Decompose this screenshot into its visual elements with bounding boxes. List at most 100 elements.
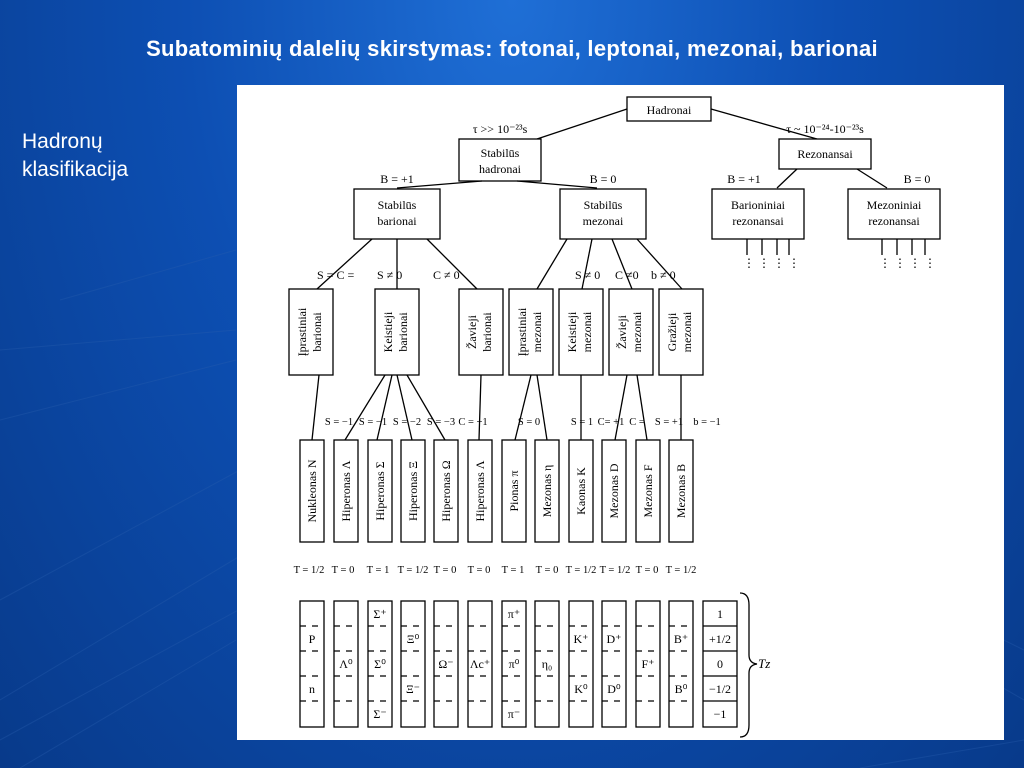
box-zavieji-mezonai	[608, 288, 654, 376]
svg-text:B = +1: B = +1	[727, 172, 761, 186]
particle-label: Mezonas D	[607, 463, 621, 518]
particle-label: Mezonas B	[674, 464, 688, 518]
quantum-number-label: C= +1	[598, 417, 625, 428]
particle-label: Hiperonas Λ	[339, 460, 353, 521]
particle-state: π⁺	[508, 607, 520, 621]
tz-value: +1/2	[709, 632, 731, 646]
svg-text:mezonai: mezonai	[583, 214, 624, 228]
box-zavieji-barionai	[458, 288, 504, 376]
particle-state: Σ⁰	[374, 657, 386, 671]
level3-label: mezonai	[530, 311, 544, 352]
baryon-resonance-dots: ⋮ ⋮ ⋮ ⋮	[743, 256, 800, 270]
quantum-number-label: C = +1	[458, 417, 487, 428]
box-barioniniai-rezonansai	[711, 188, 805, 240]
box-iprastiniai-mezonai	[508, 288, 554, 376]
level3-label: Žavieji	[465, 314, 479, 349]
particle-state: B⁺	[674, 632, 688, 646]
box-mezoniniai-rezonansai	[847, 188, 941, 240]
state-column	[467, 600, 493, 728]
svg-text:rezonansai: rezonansai	[732, 214, 784, 228]
svg-text:C ≠0: C ≠0	[615, 268, 639, 282]
quantum-number-label: S = −2	[393, 417, 421, 428]
tz-value: −1/2	[709, 682, 731, 696]
particle-state: Λ⁰	[339, 657, 353, 671]
side-label-line2: klasifikacija	[22, 158, 129, 181]
quantum-number-label: b = −1	[693, 417, 721, 428]
particle-state: Ω⁻	[438, 657, 453, 671]
level3-label: mezonai	[580, 311, 594, 352]
svg-text:hadronai: hadronai	[479, 162, 522, 176]
isospin-label: T = 0	[434, 565, 457, 576]
particle-label: Nukleonas N	[305, 459, 319, 522]
level3-label: Keistieji	[381, 311, 395, 352]
particle-label: Pionas π	[507, 470, 521, 511]
isospin-label: T = 0	[468, 565, 491, 576]
quantum-number-label: S = −3	[427, 417, 455, 428]
quantum-number-label: S = 1	[571, 417, 593, 428]
quantum-number-label: S = −1	[359, 417, 387, 428]
isospin-label: T = 1/2	[566, 565, 597, 576]
particle-label: Mezonas F	[641, 464, 655, 517]
state-column	[635, 600, 661, 728]
isospin-label: T = 1/2	[398, 565, 429, 576]
state-column	[534, 600, 560, 728]
quantum-number-label: S = +1	[655, 417, 683, 428]
stable-tau-note: τ >> 10⁻²³s	[473, 122, 528, 136]
svg-text:S = C =: S = C =	[317, 268, 354, 282]
particle-label: Mezonas η	[540, 465, 554, 518]
svg-text:S ≠ 0: S ≠ 0	[377, 268, 402, 282]
particle-state: Σ⁺	[373, 607, 386, 621]
svg-text:B = 0: B = 0	[590, 172, 617, 186]
state-column	[668, 600, 694, 728]
state-column	[601, 600, 627, 728]
state-column	[400, 600, 426, 728]
resonance-tau-note: τ ~ 10⁻²⁴-10⁻²³s	[786, 122, 864, 136]
svg-text:Mezoniniai: Mezoniniai	[867, 198, 922, 212]
particle-state: Ξ⁰	[407, 632, 420, 646]
state-column	[299, 600, 325, 728]
svg-text:b ≠ 0: b ≠ 0	[651, 268, 676, 282]
particle-state: n	[309, 682, 315, 696]
state-column	[568, 600, 594, 728]
diagram-svg: Hadronai τ >> 10⁻²³s Stabilūs hadronai τ…	[288, 96, 941, 738]
meson-resonance-dots: ⋮ ⋮ ⋮ ⋮	[879, 256, 936, 270]
level3-label: barionai	[480, 312, 494, 352]
svg-text:Rezonansai: Rezonansai	[797, 147, 853, 161]
isospin-label: T = 1	[367, 565, 390, 576]
svg-text:C ≠ 0: C ≠ 0	[433, 268, 460, 282]
particle-state: π⁰	[509, 657, 520, 671]
level3-label: mezonai	[630, 311, 644, 352]
state-column	[433, 600, 459, 728]
box-rezonansai	[778, 138, 872, 170]
hadron-classification-diagram: Hadronai τ >> 10⁻²³s Stabilūs hadronai τ…	[237, 85, 1004, 740]
particle-state: Ξ⁻	[406, 682, 420, 696]
particle-state: Σ⁻	[373, 707, 386, 721]
tz-label: Tz	[758, 656, 770, 671]
box-iprastiniai-barionai	[288, 288, 334, 376]
tz-value: −1	[714, 707, 727, 721]
box-keistieji-mezonai	[558, 288, 604, 376]
particle-state: B⁰	[675, 682, 688, 696]
level3-label: Įprastiniai	[515, 307, 529, 356]
particle-state: K⁺	[574, 632, 589, 646]
side-label-line1: Hadronų	[22, 130, 103, 153]
svg-text:Stabilūs: Stabilūs	[378, 198, 417, 212]
level3-label: Keistieji	[565, 311, 579, 352]
isospin-label: T = 1/2	[600, 565, 631, 576]
level3-label: barionai	[396, 312, 410, 352]
slide-title: Subatominių dalelių skirstymas: fotonai,…	[146, 36, 878, 61]
svg-text:B = +1: B = +1	[380, 172, 414, 186]
particle-state: π⁻	[508, 707, 520, 721]
level3-label: Įprastiniai	[295, 307, 309, 356]
isospin-label: T = 0	[332, 565, 355, 576]
root-label: Hadronai	[647, 103, 692, 117]
particle-state: D⁰	[607, 682, 621, 696]
particle-label: Hiperonas Σ	[373, 461, 387, 520]
quantum-number-label: C =	[629, 417, 645, 428]
particle-state: Λc⁺	[470, 657, 490, 671]
isospin-label: T = 1	[502, 565, 525, 576]
svg-text:Stabilūs: Stabilūs	[481, 146, 520, 160]
box-stabilus-mezonai	[559, 188, 647, 240]
svg-text:Stabilūs: Stabilūs	[584, 198, 623, 212]
state-column	[501, 600, 527, 728]
